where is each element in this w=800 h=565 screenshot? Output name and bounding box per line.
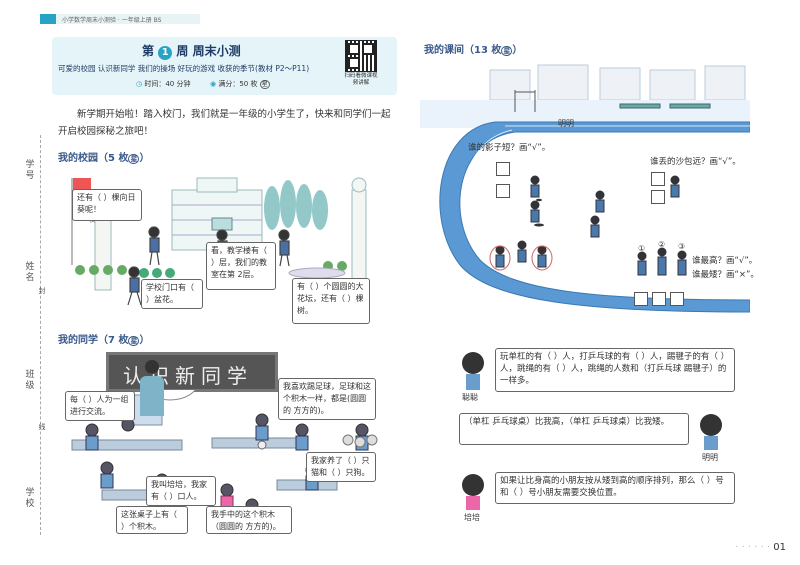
blackboard: 认识新同学 <box>106 352 278 392</box>
banner-topics: 可爱的校园 认识新同学 我们的操场 好玩的游戏 收获的季节(教材 P2～P11) <box>58 64 310 73</box>
teacher-body <box>140 376 164 416</box>
time-label: 时间：40 分钟 <box>144 80 191 88</box>
trophy-icon: ◉ <box>210 80 217 88</box>
congcong-avatar <box>462 352 484 374</box>
bubble-block: 我手中的这个积木（圆圆的 方方的)。 <box>206 506 292 534</box>
classmates-title-text: 我的同学（7 枚 <box>58 335 129 346</box>
mingming-name: 明明 <box>702 453 718 462</box>
top-strip-text: 小学数学周末小测验 · 一年级上册 BS <box>62 17 162 24</box>
bubble-flag: 还有（ ）棵向日葵呢！ <box>72 189 142 221</box>
bubble-desk: 这张桌子上有（ ）个积木。 <box>116 506 188 534</box>
banner-title-pre: 第 <box>142 44 155 58</box>
binding-line <box>40 135 41 535</box>
section-classmates-title: 我的同学（7 枚星） <box>58 335 150 346</box>
qr-code[interactable] <box>345 40 377 72</box>
side-label-name: 姓名 <box>25 262 35 283</box>
score-label: 满分：50 枚 <box>218 80 258 88</box>
side-label-id: 学号 <box>25 160 35 181</box>
star-icon: 星 <box>501 46 513 56</box>
side-label-school: 学校 <box>25 488 35 509</box>
top-strip: 小学数学周末小测验 · 一年级上册 BS <box>40 14 200 24</box>
peipei-avatar <box>462 474 484 496</box>
bubble-peipei-recess: 如果让比身高的小朋友按从矮到高的顺序排列，那么（ ）号和（ ）号小朋友需要交换位… <box>495 472 735 504</box>
side-label-line: 线 <box>38 423 46 431</box>
bubble-soccer: 我喜欢踢足球，足球和这个积木一样，都是(圆圆的 方方的)。 <box>278 378 376 420</box>
answer-box-sandbag-1[interactable] <box>651 172 665 186</box>
num-3: ③ <box>678 242 686 251</box>
mingming-body <box>704 436 718 450</box>
side-label-seal: 封 <box>38 287 46 295</box>
answer-box-shadow-2[interactable] <box>496 184 510 198</box>
week-number-badge: 1 <box>158 46 173 60</box>
recess-title-text: 我的课间（13 枚 <box>424 45 502 56</box>
qr-caption: 扫码看微课视频讲解 <box>344 73 378 86</box>
campus-scene <box>71 177 367 306</box>
answer-box-height-1[interactable] <box>634 292 648 306</box>
peipei-name: 培培 <box>464 513 480 522</box>
num-1: ① <box>638 244 646 253</box>
banner-score: ◉ 满分：50 枚 星 <box>210 79 270 89</box>
playground-scene <box>420 64 750 313</box>
page-number-text: 01 <box>773 542 786 553</box>
congcong-name: 聪聪 <box>462 393 478 402</box>
congcong-body <box>466 374 480 390</box>
question-shortest: 谁最矮？画“×”。 <box>692 270 759 280</box>
side-label-class: 班级 <box>25 370 35 391</box>
star-icon: 星 <box>128 154 140 164</box>
answer-box-height-3[interactable] <box>670 292 684 306</box>
clock-icon: ◷ <box>136 80 143 88</box>
teacher <box>145 360 159 374</box>
banner-title: 第 1 周 周末小测 <box>142 42 241 60</box>
answer-box-sandbag-2[interactable] <box>651 190 665 204</box>
answer-box-height-2[interactable] <box>652 292 666 306</box>
bubble-teacher: 每（ ）人为一组进行交流。 <box>65 391 135 421</box>
question-tallest: 谁最高？画“√”。 <box>692 256 758 266</box>
banner-time: ◷ 时间：40 分钟 <box>136 79 190 89</box>
section-recess-title: 我的课间（13 枚星） <box>424 45 523 56</box>
bubble-gate: 学校门口有（ ）盆花。 <box>141 279 203 309</box>
bubble-pets: 我家养了（ ）只猫和（ ）只狗。 <box>306 452 376 482</box>
campus-title-text: 我的校园（5 枚 <box>58 153 129 164</box>
bubble-mingming: （单杠 乒乓球桌）比我高，（单杠 乒乓球桌）比我矮。 <box>459 413 689 445</box>
bubble-peipei: 我叫培培，我家有（ ）口人。 <box>146 476 216 506</box>
answer-box-shadow-1[interactable] <box>496 162 510 176</box>
banner-title-post: 周 周末小测 <box>176 44 241 58</box>
week-banner: 第 1 周 周末小测 可爱的校园 认识新同学 我们的操场 好玩的游戏 收获的季节… <box>52 37 397 95</box>
question-shadow: 谁的影子短？画“√”。 <box>468 143 551 153</box>
page-number: · · · · · · 01 <box>735 542 786 553</box>
mingming-avatar <box>700 414 722 436</box>
intro-text: 新学期开始啦！踏入校门，我们就是一年级的小学生了，快来和同学们一起开启校园探秘之… <box>58 109 391 137</box>
section-campus-title: 我的校园（5 枚星） <box>58 153 150 164</box>
top-strip-badge <box>40 14 56 24</box>
bubble-congcong: 玩单杠的有（ ）人，打乒乓球的有（ ）人，踢毽子的有（ ）人，跳绳的有（ ）人，… <box>495 348 735 392</box>
peipei-body <box>466 496 480 510</box>
star-icon: 星 <box>128 336 140 346</box>
question-sandbag: 谁丢的沙包远？画“√”。 <box>650 157 741 167</box>
score-star-icon: 星 <box>259 80 270 89</box>
mingming-label-top: 明明 <box>558 119 574 128</box>
num-2: ② <box>658 240 666 249</box>
bubble-garden: 有（ ）个圆圆的大花坛，还有（ ）棵树。 <box>292 278 370 324</box>
bubble-building: 看，教学楼有（ ）层，我们的教室在第 2层。 <box>206 242 276 290</box>
